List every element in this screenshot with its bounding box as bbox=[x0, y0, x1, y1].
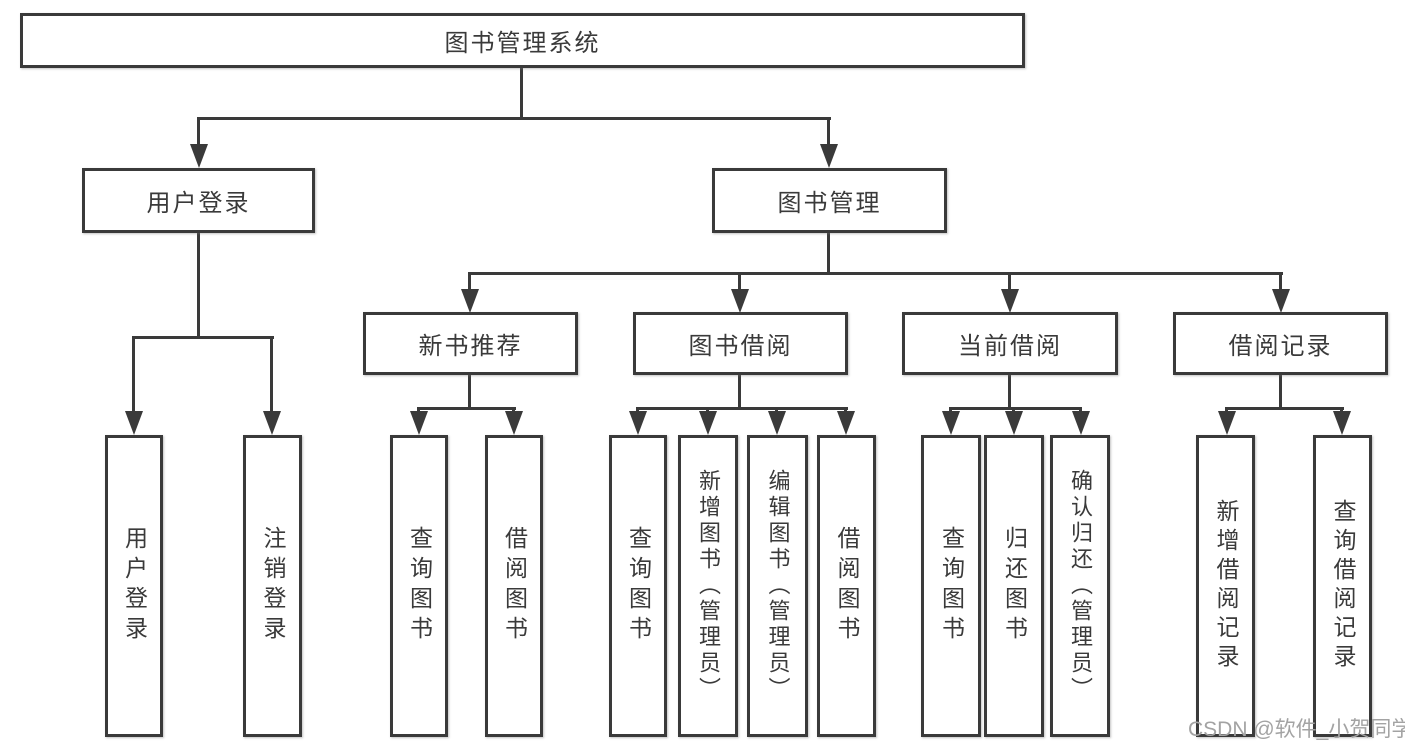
node-user-login-label: 用户登录 bbox=[146, 190, 251, 217]
leaf-add-books-admin-label: 新增图书（管理员） bbox=[696, 469, 721, 703]
connector-user-login-stem bbox=[197, 231, 200, 338]
arrowhead-down bbox=[1005, 411, 1023, 435]
arrowhead-down bbox=[820, 144, 838, 168]
connector-current-borrowing-stem bbox=[1008, 373, 1011, 410]
leaf-return-books: 归还图书 bbox=[984, 435, 1044, 737]
leaf-add-books-admin: 新增图书（管理员） bbox=[678, 435, 738, 737]
node-new-book-recommend: 新书推荐 bbox=[363, 312, 578, 375]
node-borrowing-records-label: 借阅记录 bbox=[1228, 333, 1333, 360]
node-book-borrowing: 图书借阅 bbox=[633, 312, 848, 375]
node-user-login: 用户登录 bbox=[82, 168, 315, 233]
leaf-confirm-return-admin-label: 确认归还（管理员） bbox=[1068, 469, 1093, 703]
leaf-add-borrow-record: 新增借阅记录 bbox=[1196, 435, 1255, 737]
connector-drop-book-borrowing bbox=[738, 272, 741, 292]
connector-new-book-crossbar bbox=[417, 407, 516, 410]
connector-new-book-stem bbox=[468, 373, 471, 410]
arrowhead-down bbox=[1072, 411, 1090, 435]
arrowhead-down bbox=[190, 144, 208, 168]
arrowhead-down bbox=[1218, 411, 1236, 435]
leaf-add-borrow-record-label: 新增借阅记录 bbox=[1213, 499, 1239, 673]
node-book-management: 图书管理 bbox=[712, 168, 947, 233]
connector-borrowing-records-stem bbox=[1279, 373, 1282, 410]
arrowhead-down bbox=[125, 411, 143, 435]
connector-book-management-stem bbox=[827, 231, 830, 275]
leaf-borrow-books-borrowing: 借阅图书 bbox=[817, 435, 876, 737]
node-book-borrowing-label: 图书借阅 bbox=[688, 333, 793, 360]
connector-root-crossbar bbox=[197, 117, 831, 120]
node-current-borrowing: 当前借阅 bbox=[902, 312, 1118, 375]
leaf-confirm-return-admin: 确认归还（管理员） bbox=[1050, 435, 1110, 737]
arrowhead-down bbox=[629, 411, 647, 435]
leaf-query-borrow-record: 查询借阅记录 bbox=[1313, 435, 1372, 737]
leaf-return-books-label: 归还图书 bbox=[1001, 526, 1028, 646]
arrowhead-down bbox=[699, 411, 717, 435]
connector-drop-leaf bbox=[270, 336, 273, 414]
leaf-borrow-books-recommend-label: 借阅图书 bbox=[501, 526, 528, 646]
connector-drop-new-book bbox=[468, 272, 471, 292]
leaf-edit-books-admin-label: 编辑图书（管理员） bbox=[765, 469, 791, 703]
arrowhead-down bbox=[410, 411, 428, 435]
connector-drop-user-login bbox=[197, 117, 200, 147]
arrowhead-down bbox=[461, 289, 479, 313]
leaf-edit-books-admin: 编辑图书（管理员） bbox=[747, 435, 808, 737]
leaf-logout: 注销登录 bbox=[243, 435, 302, 737]
node-current-borrowing-label: 当前借阅 bbox=[958, 333, 1062, 360]
arrowhead-down bbox=[768, 411, 786, 435]
leaf-query-books-recommend-label: 查询图书 bbox=[406, 526, 433, 646]
arrowhead-down bbox=[731, 289, 749, 313]
leaf-borrow-books-borrowing-label: 借阅图书 bbox=[834, 526, 860, 646]
connector-drop-book-management bbox=[827, 117, 830, 147]
connector-drop-leaf bbox=[132, 336, 135, 414]
connector-drop-borrowing-records bbox=[1279, 272, 1282, 292]
arrowhead-down bbox=[942, 411, 960, 435]
arrowhead-down bbox=[505, 411, 523, 435]
connector-current-borrowing-crossbar bbox=[949, 407, 1082, 410]
leaf-query-books-current-label: 查询图书 bbox=[938, 526, 965, 646]
arrowhead-down bbox=[263, 411, 281, 435]
connector-book-borrowing-crossbar bbox=[636, 407, 848, 410]
connector-borrowing-records-crossbar bbox=[1225, 407, 1344, 410]
node-new-book-recommend-label: 新书推荐 bbox=[418, 333, 523, 360]
node-library-system-label: 图书管理系统 bbox=[444, 30, 601, 57]
leaf-query-books-borrowing: 查询图书 bbox=[609, 435, 667, 737]
leaf-query-borrow-record-label: 查询借阅记录 bbox=[1330, 499, 1356, 673]
arrowhead-down bbox=[1333, 411, 1351, 435]
leaf-query-books-current: 查询图书 bbox=[921, 435, 981, 737]
arrowhead-down bbox=[1001, 289, 1019, 313]
node-library-system: 图书管理系统 bbox=[20, 13, 1025, 68]
connector-book-management-crossbar bbox=[468, 272, 1283, 275]
leaf-user-login-label: 用户登录 bbox=[121, 526, 148, 646]
watermark: CSDN @软件_小贺同学 bbox=[1188, 718, 1405, 741]
leaf-borrow-books-recommend: 借阅图书 bbox=[485, 435, 543, 737]
connector-user-login-crossbar bbox=[133, 336, 274, 339]
leaf-query-books-recommend: 查询图书 bbox=[390, 435, 448, 737]
leaf-query-books-borrowing-label: 查询图书 bbox=[625, 526, 652, 646]
connector-root-stem bbox=[520, 66, 523, 120]
node-book-management-label: 图书管理 bbox=[777, 190, 882, 217]
arrowhead-down bbox=[1272, 289, 1290, 313]
connector-book-borrowing-stem bbox=[738, 373, 741, 410]
node-borrowing-records: 借阅记录 bbox=[1173, 312, 1388, 375]
connector-drop-current-borrowing bbox=[1008, 272, 1011, 292]
leaf-user-login: 用户登录 bbox=[105, 435, 163, 737]
leaf-logout-label: 注销登录 bbox=[260, 526, 286, 646]
arrowhead-down bbox=[837, 411, 855, 435]
